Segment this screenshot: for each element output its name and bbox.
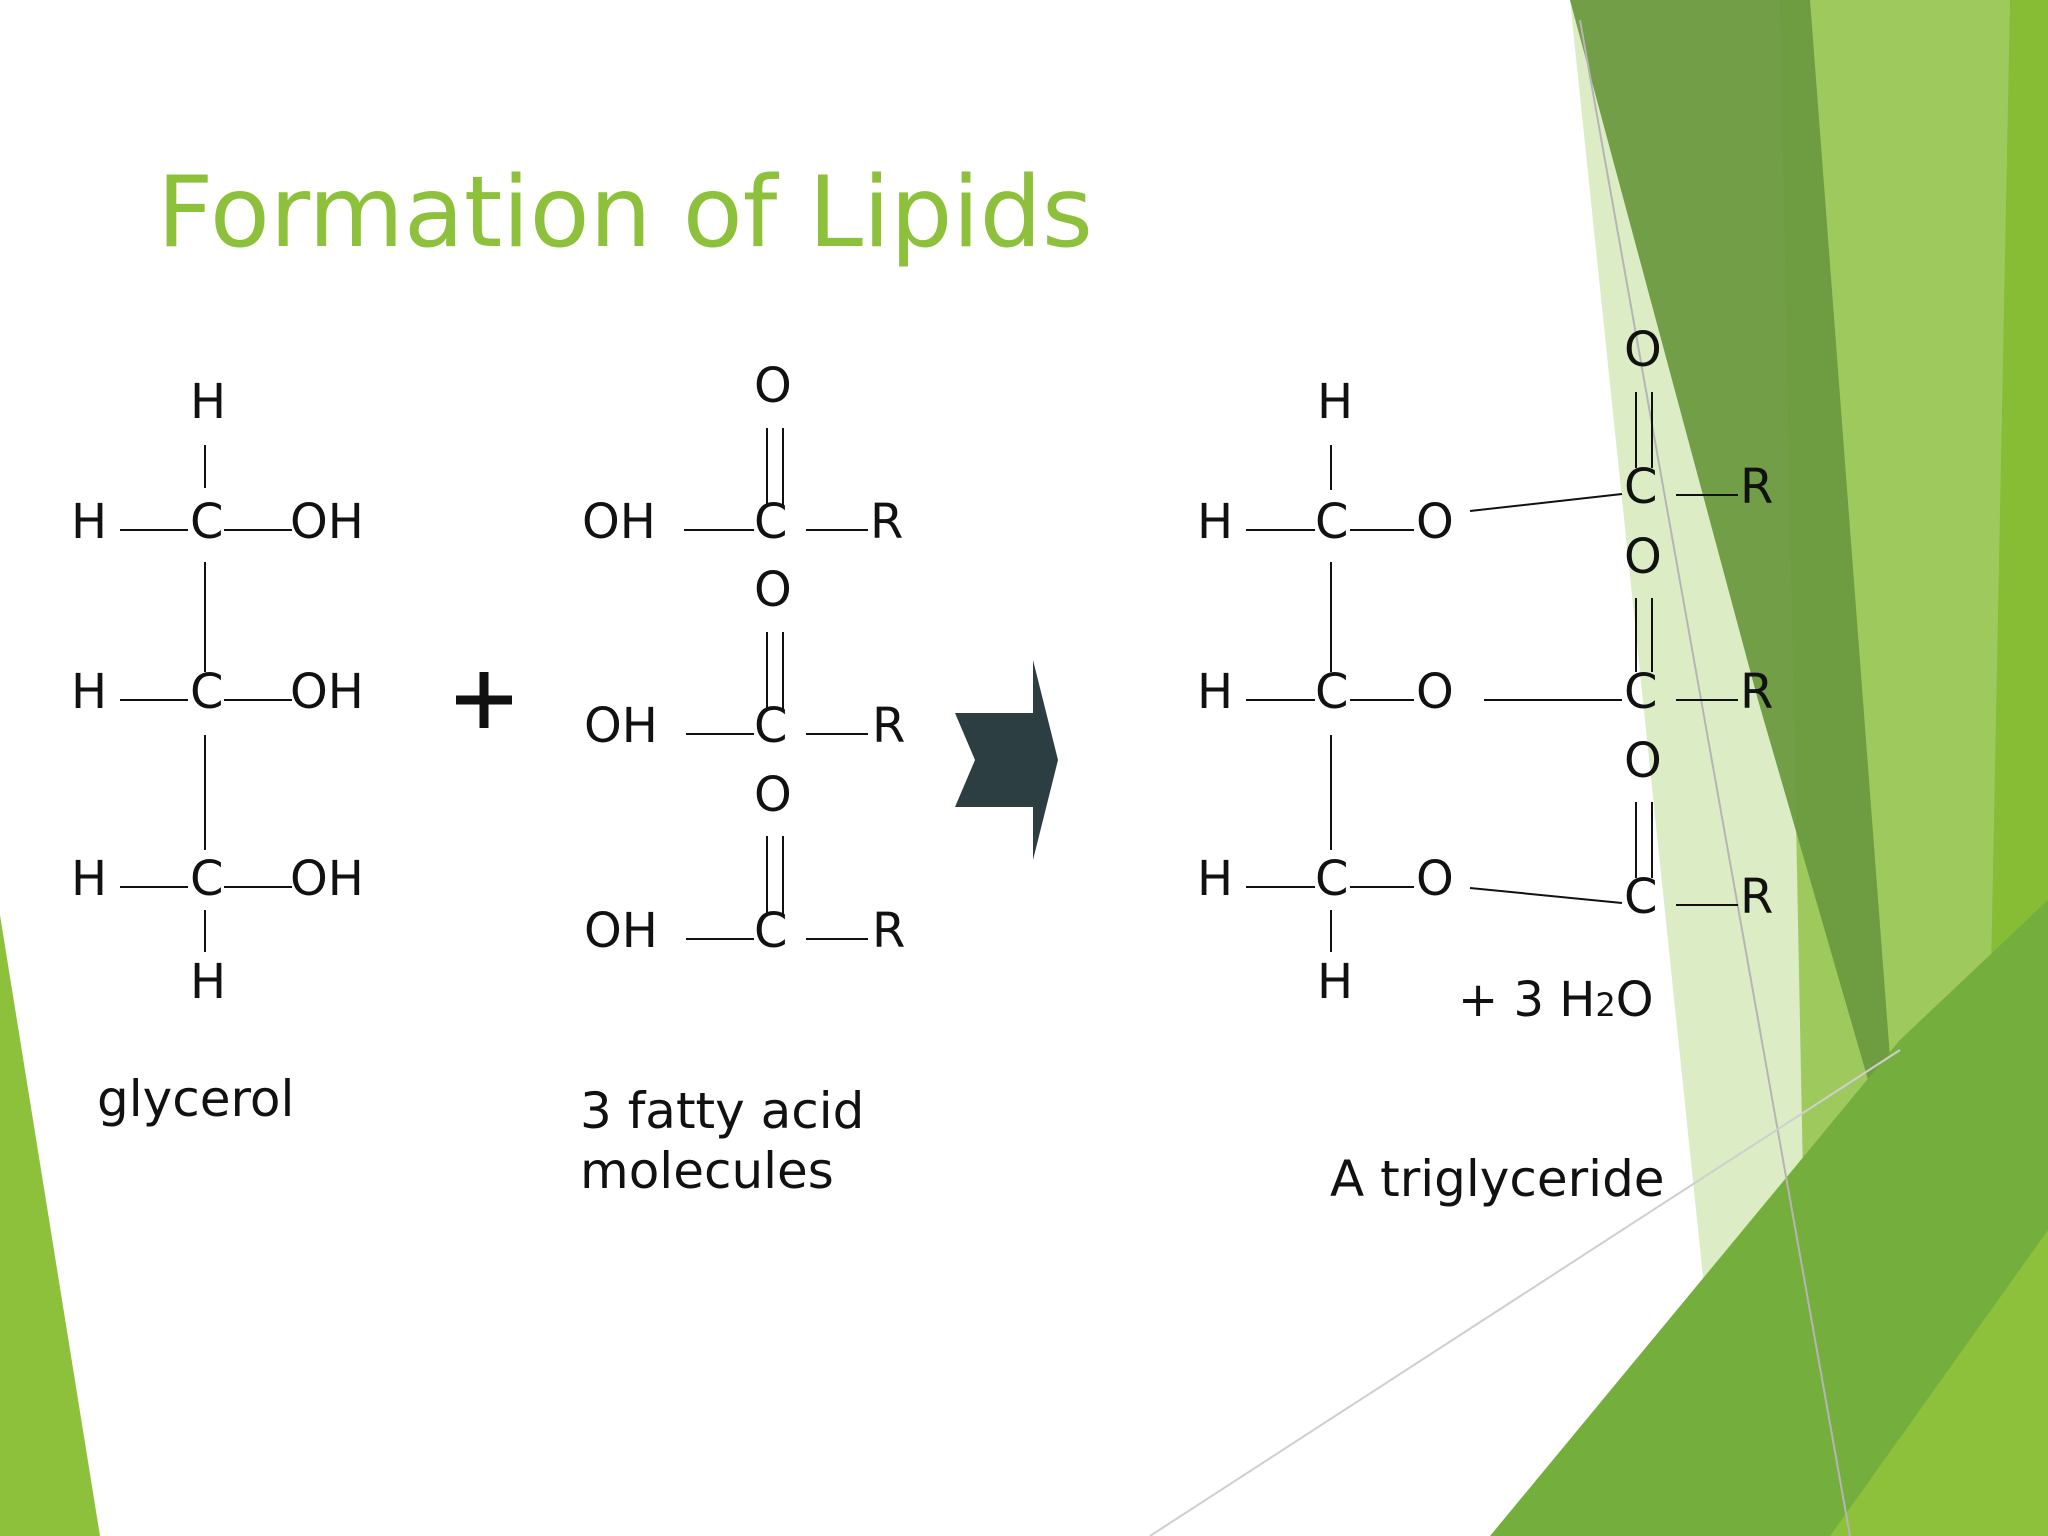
tg-row1-r-group: R: [1740, 459, 1773, 515]
tg-bottom-hydrogen: H: [1317, 954, 1353, 1010]
acid2-carbon: C: [754, 698, 788, 754]
glycerol-row1-carbon: C: [190, 494, 224, 550]
tg-row3-carbonyl-oxygen: O: [1624, 733, 1662, 789]
water-subscript: 2: [1595, 986, 1615, 1024]
fatty-acid-molecules: O OH C R O OH C R O OH C R: [580, 358, 905, 1200]
tg-row2-ester-oxygen: O: [1416, 664, 1454, 720]
glycerol-row3-hydrogen: H: [71, 851, 107, 907]
glycerol-row2-carbon: C: [190, 664, 224, 720]
glycerol-row3-carbon: C: [190, 851, 224, 907]
glycerol-row3-hydroxyl: OH: [290, 851, 364, 907]
acid1-carbonyl-oxygen: O: [754, 358, 792, 414]
acid2-r-group: R: [872, 698, 905, 754]
tg-row3-carbon: C: [1315, 851, 1349, 907]
triglyceride-molecule: H H C O O C R H C O O C: [1197, 322, 1773, 1208]
tg-row3-ester-oxygen: O: [1416, 851, 1454, 907]
glycerol-top-hydrogen: H: [190, 374, 226, 430]
acid1-carbon: C: [754, 494, 788, 550]
tg-row3-r-group: R: [1740, 869, 1773, 925]
lower-right-wedge: [1830, 1230, 2048, 1536]
glycerol-row2-hydroxyl: OH: [290, 664, 364, 720]
tg-row3-carbonyl-carbon: C: [1624, 869, 1658, 925]
tg-row2-carbonyl-carbon: C: [1624, 664, 1658, 720]
lower-green-triangle: [1490, 900, 2048, 1536]
glycerol-row1-hydrogen: H: [71, 494, 107, 550]
fatty-acid-caption-line1: 3 fatty acid: [580, 1082, 864, 1140]
tg-row1-carbon: C: [1315, 494, 1349, 550]
reaction-arrow-icon: [955, 660, 1058, 860]
tg-row2-r-group: R: [1740, 664, 1773, 720]
water-suffix: O: [1616, 972, 1654, 1028]
plus-sign: [456, 672, 512, 728]
triglyceride-caption: A triglyceride: [1330, 1150, 1665, 1208]
right-dark-green-band: [1570, 0, 1900, 1190]
tg-row1-ester-bond: [1469, 493, 1623, 512]
acid1-r-group: R: [870, 494, 903, 550]
tg-row1-hydrogen: H: [1197, 494, 1233, 550]
diagonal-thin-line-2: [1149, 1049, 1901, 1536]
acid3-carbon: C: [754, 903, 788, 959]
glycerol-molecule: H H C OH H C OH H C OH H glycerol: [71, 374, 364, 1128]
acid3-hydroxyl: OH: [584, 903, 658, 959]
acid2-hydroxyl: OH: [584, 698, 658, 754]
slide-title: Formation of Lipids: [157, 156, 1093, 270]
tg-row2-carbonyl-oxygen: O: [1624, 529, 1662, 585]
tg-row2-hydrogen: H: [1197, 664, 1233, 720]
fatty-acid-caption-line2: molecules: [580, 1142, 834, 1200]
tg-row1-ester-oxygen: O: [1416, 494, 1454, 550]
left-green-wedge: [0, 915, 100, 1536]
glycerol-row1-hydroxyl: OH: [290, 494, 364, 550]
acid1-hydroxyl: OH: [582, 494, 656, 550]
acid3-r-group: R: [872, 903, 905, 959]
glycerol-bottom-hydrogen: H: [190, 954, 226, 1010]
glycerol-row2-hydrogen: H: [71, 664, 107, 720]
water-byproduct: + 3 H2O: [1458, 972, 1654, 1028]
tg-row3-ester-bond: [1469, 887, 1623, 904]
tg-row2-carbon: C: [1315, 664, 1349, 720]
tg-row1-carbonyl-carbon: C: [1624, 459, 1658, 515]
glycerol-caption: glycerol: [97, 1070, 294, 1128]
tg-row1-carbonyl-oxygen: O: [1624, 322, 1662, 378]
tg-row3-hydrogen: H: [1197, 851, 1233, 907]
tg-top-hydrogen: H: [1317, 374, 1353, 430]
water-prefix: + 3 H: [1458, 972, 1595, 1028]
acid3-carbonyl-oxygen: O: [754, 767, 792, 823]
diagonal-thin-line-1: [1579, 19, 1851, 1536]
acid2-carbonyl-oxygen: O: [754, 562, 792, 618]
